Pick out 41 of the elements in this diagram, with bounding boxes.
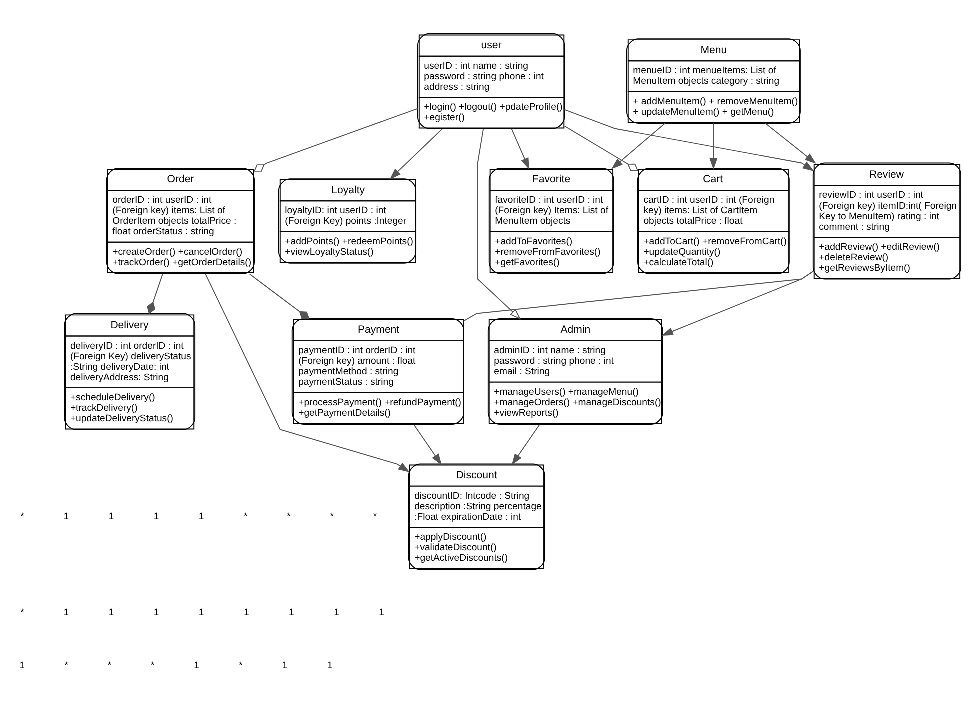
label: 1 bbox=[108, 607, 114, 618]
label: 1 bbox=[154, 607, 160, 618]
label: * bbox=[330, 510, 334, 522]
label: * bbox=[108, 660, 112, 671]
label: 1 bbox=[198, 607, 204, 618]
label: * bbox=[239, 660, 243, 671]
label: 1 bbox=[244, 607, 250, 618]
label: * bbox=[244, 510, 248, 522]
arrow bbox=[390, 128, 444, 180]
label: 1 bbox=[64, 510, 70, 522]
label: 1 bbox=[327, 660, 333, 671]
arrow bbox=[564, 108, 814, 172]
label: * bbox=[287, 510, 291, 522]
label: 1 bbox=[154, 510, 160, 522]
label: * bbox=[150, 660, 155, 671]
label: * bbox=[373, 510, 378, 522]
arrow bbox=[512, 424, 540, 465]
connector bbox=[249, 273, 310, 319]
arrow bbox=[414, 424, 442, 465]
arrow bbox=[205, 273, 410, 472]
connector bbox=[464, 270, 814, 322]
label: 1 bbox=[289, 607, 294, 618]
arrow bbox=[511, 128, 530, 170]
connector bbox=[254, 108, 418, 172]
label: 1 bbox=[198, 510, 204, 522]
label: 1 bbox=[194, 660, 200, 671]
label: * bbox=[64, 660, 68, 671]
label: 1 bbox=[64, 607, 70, 618]
arrow bbox=[710, 122, 718, 170]
label: 1 bbox=[379, 607, 384, 618]
label: 1 bbox=[108, 510, 114, 522]
label: 1 bbox=[334, 607, 340, 618]
label: * bbox=[20, 607, 24, 618]
connector bbox=[564, 125, 639, 171]
arrow bbox=[765, 122, 816, 164]
connector bbox=[147, 273, 164, 314]
label: 1 bbox=[282, 660, 288, 671]
label: 1 bbox=[20, 660, 25, 671]
label: * bbox=[20, 510, 24, 522]
arrow bbox=[612, 122, 666, 169]
arrow bbox=[477, 128, 522, 320]
